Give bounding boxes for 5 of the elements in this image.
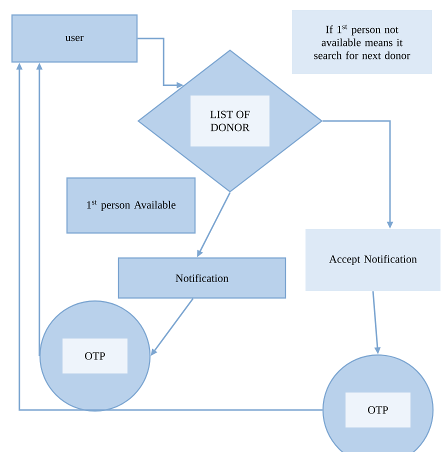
process-box: 1$^{st}$ person Available bbox=[66, 177, 196, 234]
process-box: Notification bbox=[118, 257, 286, 299]
note-box: If 1$^{st}$ person not available means it search for next donor bbox=[292, 10, 432, 74]
process-box: user bbox=[11, 14, 138, 63]
note-box: Accept Notification bbox=[306, 229, 440, 291]
